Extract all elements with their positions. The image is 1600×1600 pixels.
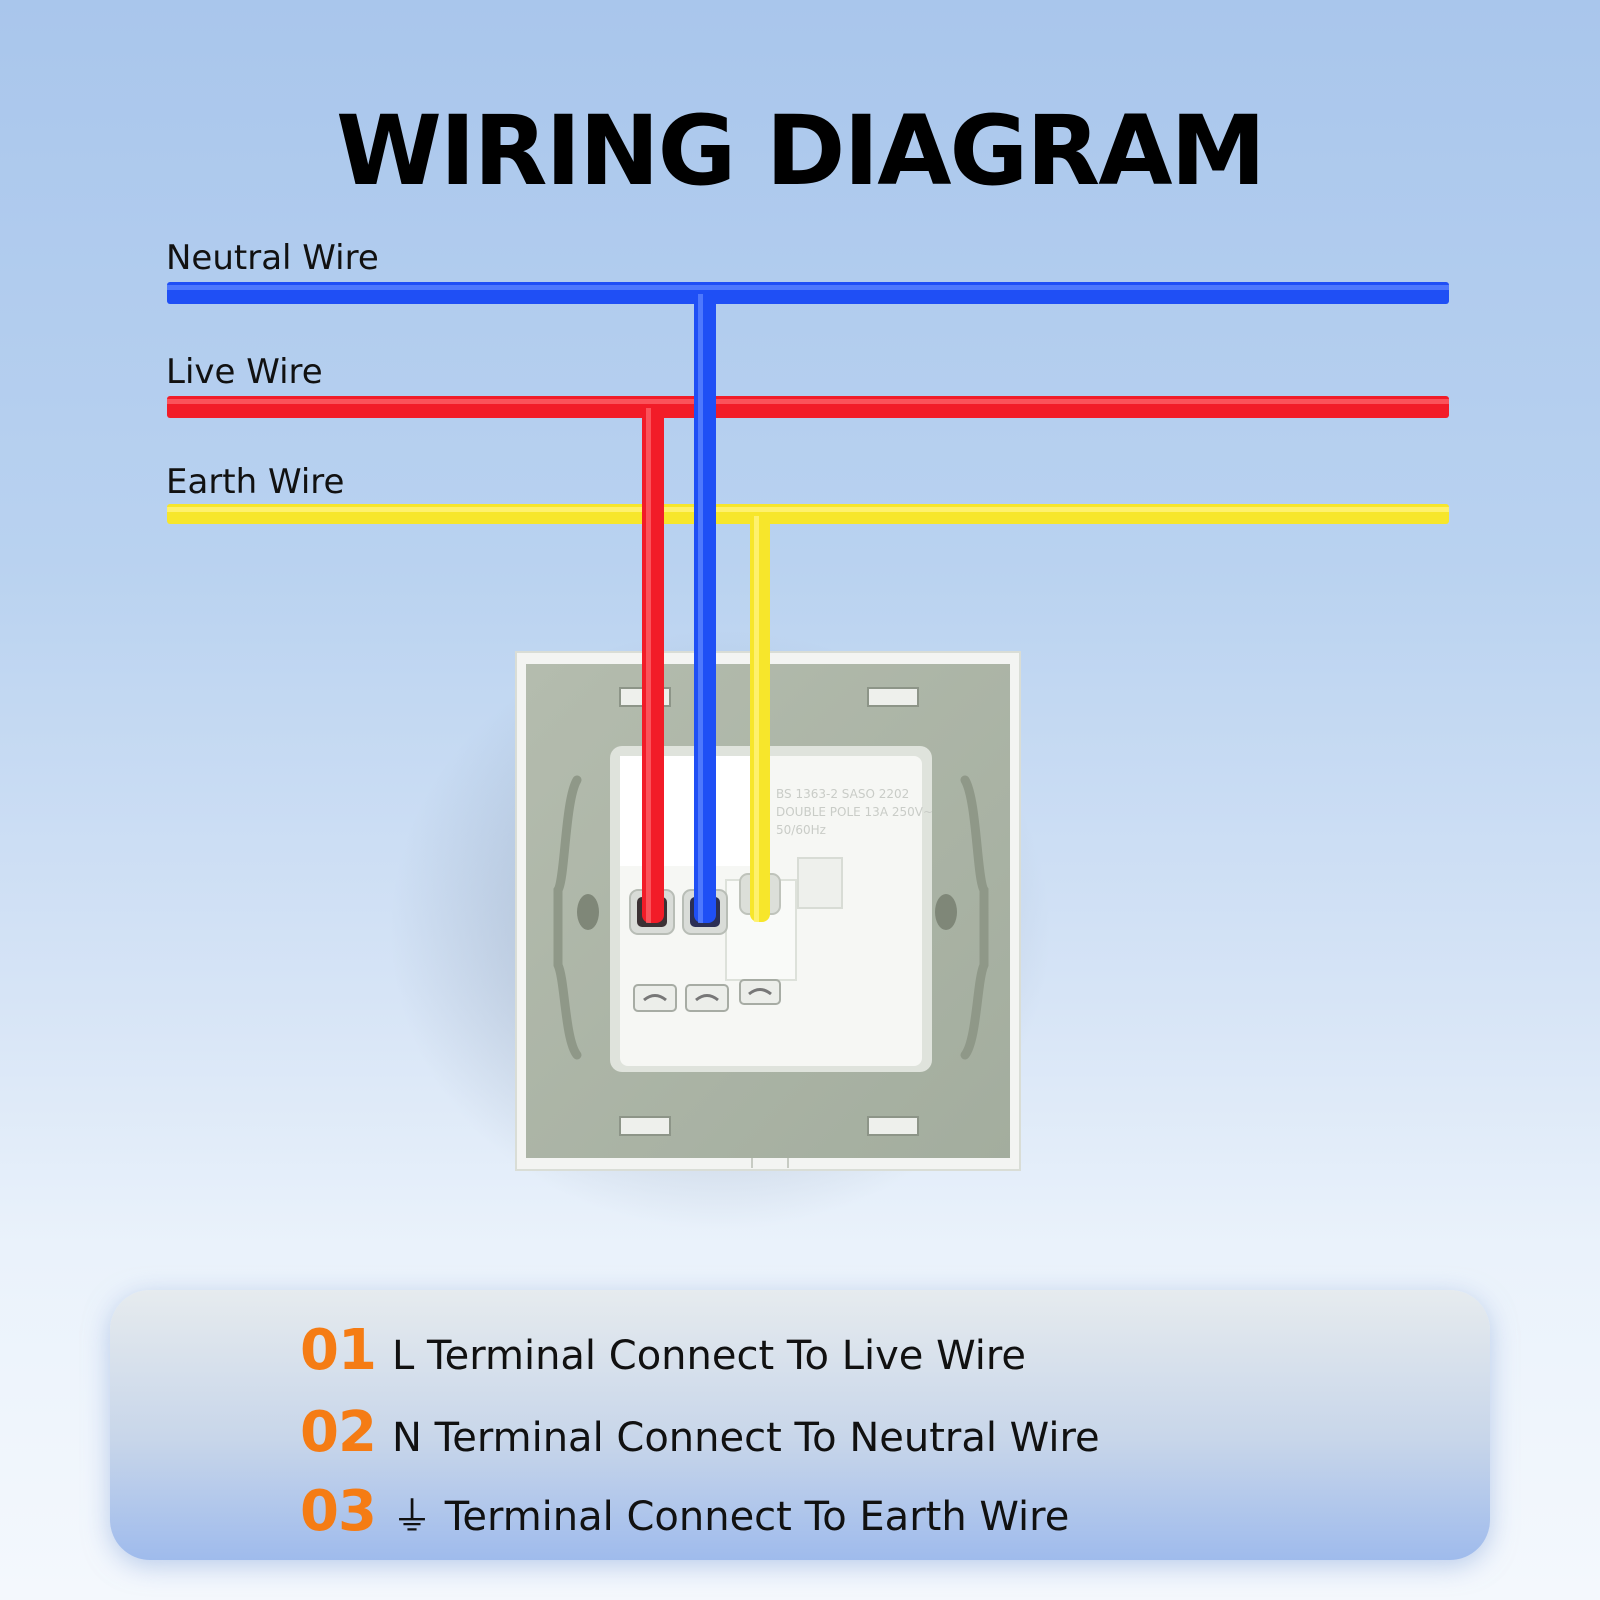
step-row: 01 L Terminal Connect To Live Wire bbox=[300, 1318, 1026, 1383]
earth-wire-label: Earth Wire bbox=[166, 462, 345, 502]
live-wire bbox=[167, 396, 1449, 418]
step-text: N Terminal Connect To Neutral Wire bbox=[392, 1415, 1100, 1461]
neutral-wire-drop bbox=[694, 294, 716, 923]
neutral-wire-label: Neutral Wire bbox=[166, 238, 379, 278]
live-wire-drop bbox=[642, 408, 664, 923]
page-title: WIRING DIAGRAM bbox=[335, 95, 1266, 207]
neutral-wire bbox=[167, 282, 1449, 304]
step-row: 02 N Terminal Connect To Neutral Wire bbox=[300, 1400, 1100, 1465]
instructions-card bbox=[110, 1290, 1490, 1560]
step-number: 01 bbox=[300, 1318, 377, 1383]
step-text: L Terminal Connect To Live Wire bbox=[392, 1333, 1027, 1379]
socket-rating-text: 50/60Hz bbox=[776, 823, 826, 837]
step-text: ⏚ Terminal Connect To Earth Wire bbox=[392, 1494, 1070, 1540]
earth-wire-drop bbox=[750, 516, 770, 922]
earth-wire bbox=[167, 504, 1449, 524]
socket-rating-text: DOUBLE POLE 13A 250V~ bbox=[776, 805, 933, 819]
step-number: 02 bbox=[300, 1400, 377, 1465]
socket-rating-text: BS 1363-2 SASO 2202 bbox=[776, 787, 909, 801]
live-wire-label: Live Wire bbox=[166, 352, 323, 392]
step-number: 03 bbox=[300, 1479, 377, 1544]
step-row: 03 ⏚ Terminal Connect To Earth Wire bbox=[300, 1479, 1069, 1544]
